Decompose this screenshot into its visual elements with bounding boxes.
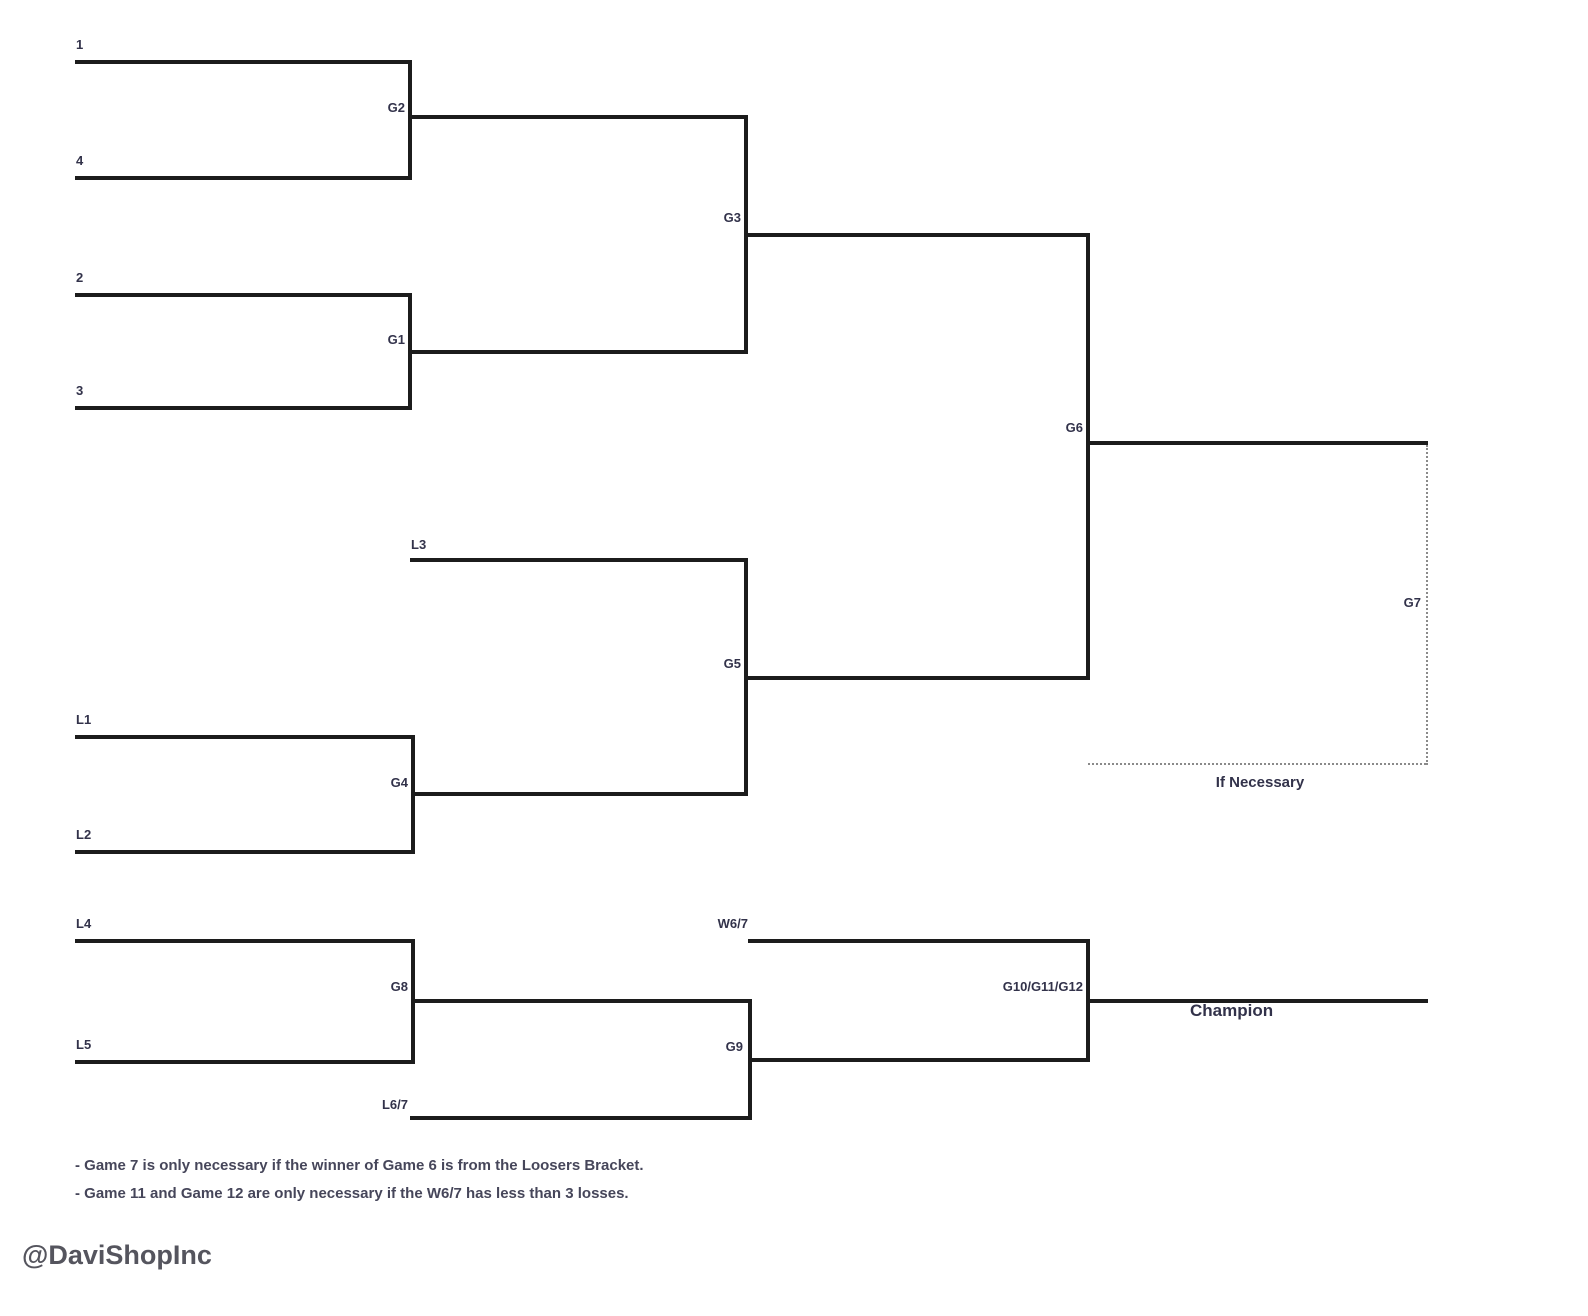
seed4-line <box>75 176 412 180</box>
game7-if-necessary-connector <box>1426 445 1428 765</box>
seed1-line <box>75 60 412 64</box>
game1-label: G1 <box>387 332 405 347</box>
if-necessary-label: If Necessary <box>1215 774 1305 791</box>
l3-line <box>410 558 748 562</box>
watermark: @DaviShopInc <box>22 1240 212 1270</box>
game2-connector <box>408 60 412 180</box>
game10-g11-g12-label: G10/G11/G12 <box>1002 979 1083 994</box>
game6-label: G6 <box>1065 420 1083 435</box>
w67-label: W6/7 <box>717 916 748 931</box>
w67-line <box>748 939 1090 943</box>
l4-label: L4 <box>76 916 92 931</box>
game3-label: G3 <box>723 210 741 225</box>
game4-output-line <box>411 792 748 796</box>
game5-label: G5 <box>723 656 741 671</box>
l5-label: L5 <box>76 1037 92 1052</box>
seed4-label: 4 <box>76 153 84 168</box>
game6-output-line <box>1086 441 1428 445</box>
champion-label: Champion <box>1190 1001 1274 1020</box>
game4-label: G4 <box>390 775 408 790</box>
l4-line <box>75 939 415 943</box>
game9-label: G9 <box>725 1039 743 1054</box>
game6-connector <box>1086 233 1090 680</box>
seed3-label: 3 <box>76 383 84 398</box>
game5-output-line <box>744 676 1090 680</box>
seed1-label: 1 <box>76 37 84 52</box>
game1-output-line <box>408 350 748 354</box>
game3-output-line <box>744 233 1090 237</box>
game7-label: G7 <box>1403 595 1421 610</box>
l1-label: L1 <box>76 712 92 727</box>
if-necessary-return-line <box>1088 763 1426 765</box>
seed2-label: 2 <box>76 270 84 285</box>
game2-label: G2 <box>387 100 405 115</box>
game8-label: G8 <box>390 979 408 994</box>
l5-line <box>75 1060 415 1064</box>
game8-output-line <box>411 999 752 1003</box>
l2-label: L2 <box>76 827 92 842</box>
game9-output-line <box>748 1058 1090 1062</box>
l67-line <box>410 1116 752 1120</box>
note-game7: - Game 7 is only necessary if the winner… <box>75 1157 644 1174</box>
seed3-line <box>75 406 412 410</box>
l2-line <box>75 850 415 854</box>
l1-line <box>75 735 415 739</box>
champion-line <box>1086 999 1428 1003</box>
game2-output-line <box>408 115 748 119</box>
l67-label: L6/7 <box>381 1097 408 1112</box>
note-game11-12: - Game 11 and Game 12 are only necessary… <box>75 1185 629 1202</box>
seed2-line <box>75 293 412 297</box>
l3-label: L3 <box>411 537 427 552</box>
